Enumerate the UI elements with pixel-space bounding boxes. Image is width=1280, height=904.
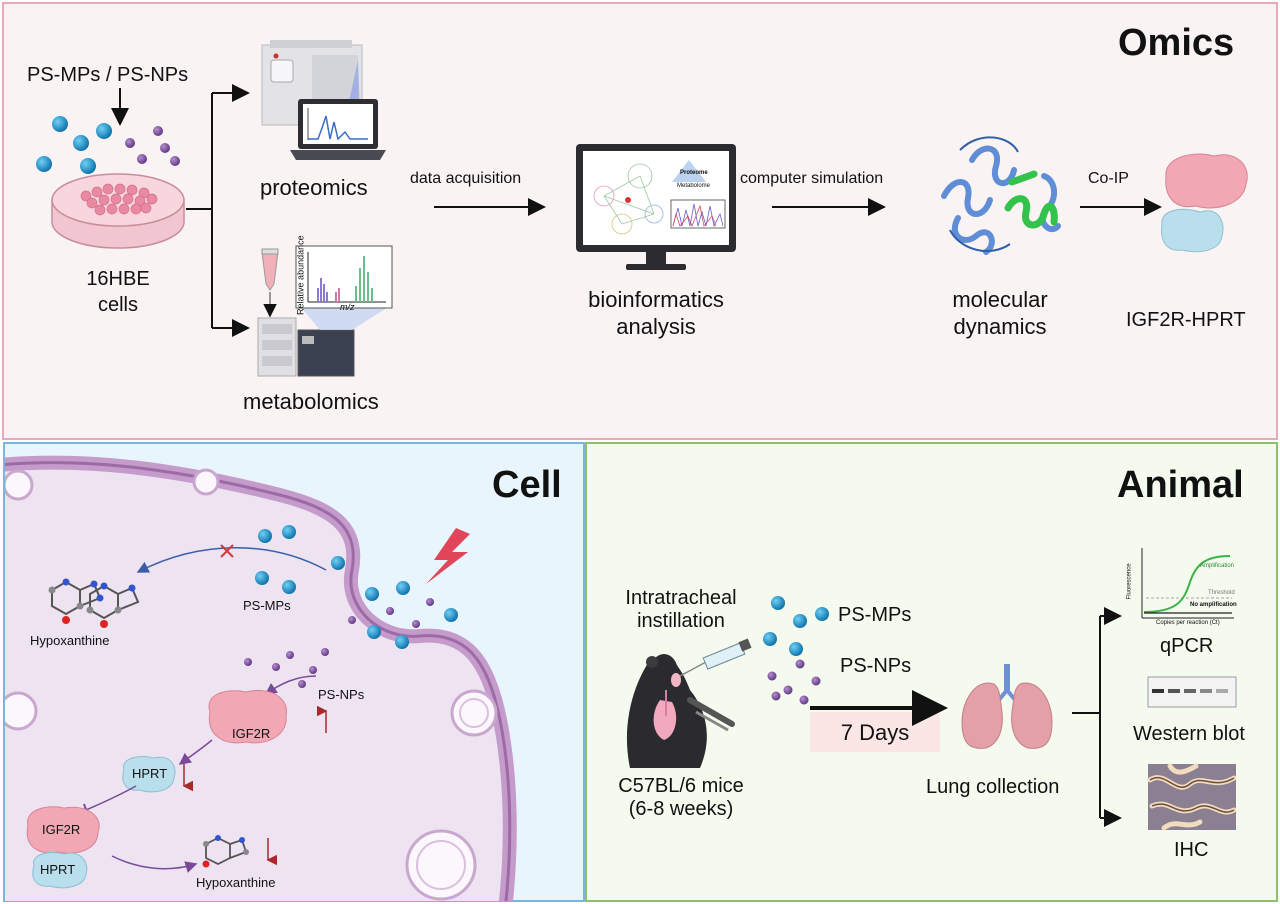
duration-label: 7 Days: [840, 720, 910, 745]
animal-panel: [585, 442, 1278, 902]
assay-branch: [1072, 607, 1122, 827]
cell-line-label-1: 16HBE: [86, 268, 150, 290]
lung-icon: [961, 664, 1053, 749]
block-x-icon: [220, 544, 234, 558]
animal-title: Animal: [1117, 464, 1244, 506]
qpcr-plot: [1141, 548, 1234, 619]
syringe-icon: [679, 638, 752, 677]
cell-line-label-2: cells: [97, 294, 138, 316]
hypoxanthine-molecule-bottom: [202, 835, 249, 868]
ihc-image: [1147, 763, 1237, 831]
ihc-label: IHC: [1174, 839, 1209, 861]
complex-igf2r-blob: [26, 806, 100, 854]
omics-title: Omics: [1118, 22, 1235, 64]
mice-label-1: C57BL/6 mice: [618, 775, 744, 797]
spectrum-xlabel: m/z: [340, 302, 355, 312]
route-label-2: instillation: [637, 610, 725, 632]
complex-label: IGF2R-HPRT: [1126, 309, 1246, 331]
animal-ps-mps: [763, 596, 829, 656]
proteomics-label: proteomics: [260, 175, 368, 200]
hypoxanthine-bottom-label: Hypoxanthine: [196, 875, 276, 890]
cell-title: Cell: [492, 464, 562, 506]
igf2r-hprt-complex-icon: [1161, 153, 1248, 253]
cell-ps-mps: [255, 525, 458, 649]
lung-label: Lung collection: [926, 776, 1060, 798]
ps-mps-label: PS-MPs: [243, 598, 291, 613]
complex-hprt-blob: [32, 852, 88, 889]
co-ip-label: Co-IP: [1088, 170, 1129, 187]
qpcr-label: qPCR: [1160, 635, 1214, 657]
bioinfo-label-1: bioinformatics: [588, 287, 724, 312]
animal-ps-nps: [767, 659, 821, 705]
complex-igf2r-label: IGF2R: [42, 822, 81, 837]
route-label-1: Intratracheal: [625, 587, 737, 609]
spectrum-ylabel: Relative abundance: [295, 235, 306, 315]
animal-ps-mps-label: PS-MPs: [838, 604, 912, 626]
omics-branch: [186, 84, 250, 337]
screen-proteome-label: Proteome: [680, 170, 708, 176]
inhibition-line: [85, 785, 137, 811]
omics-particles: [36, 116, 180, 174]
ps-nps-label: PS-NPs: [318, 687, 365, 702]
qpcr-threshold-label: Threshold: [1208, 590, 1235, 596]
hypoxanthine-top-label: Hypoxanthine: [30, 633, 110, 648]
spectrum-peaks: [307, 252, 386, 303]
input-label: PS-MPs / PS-NPs: [27, 64, 189, 86]
complex-to-hypoxanthine-arrow: [111, 855, 198, 873]
lightning-icon: [426, 528, 470, 584]
lcms-icon: [257, 245, 393, 377]
cell-ps-nps: [244, 598, 434, 688]
igf2r-blob: [208, 690, 287, 744]
clamp-icon: [687, 697, 735, 732]
igf2r-label: IGF2R: [232, 726, 271, 741]
hprt-label: HPRT: [132, 766, 168, 781]
protein-structure-icon: [941, 136, 1061, 255]
qpcr-ylabel: Fluorescence: [1126, 563, 1133, 600]
md-label-2: dynamics: [953, 314, 1047, 339]
petri-dish: [51, 173, 185, 249]
qpcr-noamp-label: No amplification: [1190, 602, 1237, 608]
hypoxanthine-molecule-top: [48, 578, 140, 628]
western-blot: [1147, 676, 1237, 708]
metabolomics-label: metabolomics: [243, 389, 379, 414]
complex-hprt-label: HPRT: [40, 862, 76, 877]
md-label-1: molecular: [952, 287, 1048, 312]
screen-metabolome-label: Metabolome: [677, 183, 711, 189]
igf2r-to-hprt-arrow: [178, 739, 213, 765]
laptop-icon: [290, 99, 386, 160]
qpcr-amp-label: Amplification: [1200, 563, 1235, 569]
monitor-icon: [576, 144, 736, 270]
animal-ps-nps-label: PS-NPs: [840, 655, 912, 677]
qpcr-xlabel: Copies per reaction (Ct): [1156, 620, 1220, 626]
bioinfo-label-2: analysis: [616, 314, 696, 339]
computer-simulation-label: computer simulation: [740, 170, 884, 187]
data-acquisition-label: data acquisition: [410, 170, 522, 187]
western-label: Western blot: [1133, 723, 1245, 745]
mice-label-2: (6-8 weeks): [628, 798, 734, 820]
blocked-uptake-arrow: [136, 547, 327, 573]
mouse-icon: [626, 654, 707, 768]
